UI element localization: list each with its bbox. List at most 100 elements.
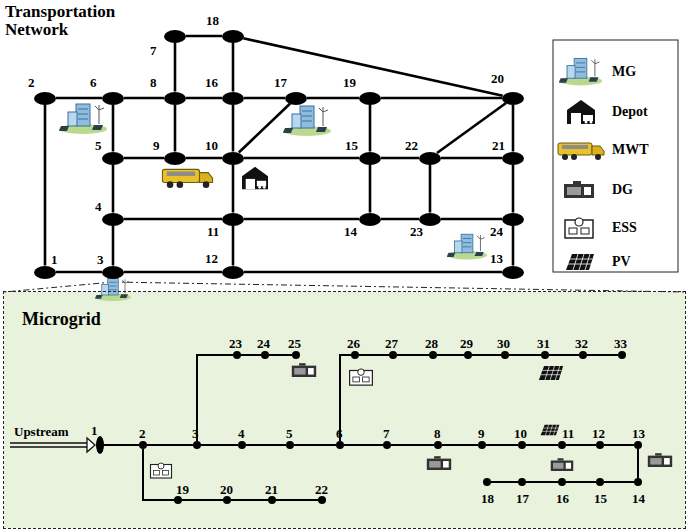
road-link (441, 218, 502, 221)
node-number: 11 (207, 225, 219, 238)
pv-icon (566, 254, 594, 270)
feeder-line (472, 354, 501, 356)
depot-icon (242, 167, 268, 189)
feeder-line (509, 354, 541, 356)
bus-node: 8 (434, 441, 442, 449)
road-link (56, 271, 102, 274)
legend-text: MG (612, 65, 636, 79)
bus-node: 24 (261, 351, 269, 359)
node-number: 22 (315, 483, 328, 496)
node-number: 1 (51, 253, 58, 266)
ess-icon (151, 463, 172, 478)
node-number: 23 (229, 337, 242, 350)
traffic-node: 19 (359, 92, 381, 105)
feeder-line (437, 354, 464, 356)
mg-icon (447, 234, 487, 259)
feeder-line (269, 354, 292, 356)
node-number: 22 (405, 139, 418, 152)
traffic-node: 16 (222, 92, 244, 105)
feeder-line (397, 354, 429, 356)
bus-node: 4 (238, 441, 246, 449)
feeder-line (197, 355, 233, 441)
bus-node: 30 (501, 351, 509, 359)
traffic-node: 7 (164, 30, 186, 43)
bus-node: 33 (618, 351, 626, 359)
road-link (244, 218, 359, 221)
bus-node: 26 (351, 351, 359, 359)
road-link (186, 157, 222, 160)
legend-text: Depot (612, 105, 648, 119)
node-number: 8 (434, 427, 441, 440)
road-link (244, 97, 285, 100)
legend-text: DG (612, 183, 633, 197)
road-link (232, 105, 235, 152)
node-number: 14 (344, 225, 357, 238)
feeder-line (143, 449, 174, 500)
traffic-node: 22 (419, 152, 441, 165)
node-number: 28 (425, 337, 438, 350)
feeder-line (201, 444, 238, 446)
traffic-node: 17 (285, 92, 307, 105)
traffic-node: 10 (222, 152, 244, 165)
bus-node: 11 (558, 441, 566, 449)
feeder-line (637, 449, 639, 478)
upstream-arrow (10, 446, 89, 447)
node-number: 8 (150, 76, 157, 89)
bus-node: 29 (464, 351, 472, 359)
traffic-node: 15 (359, 152, 381, 165)
road-link (244, 271, 502, 274)
road-link (112, 226, 115, 266)
feeder-line (182, 499, 223, 501)
bus-node: 10 (518, 441, 526, 449)
traffic-node: 2 (34, 92, 56, 105)
feeder-line (246, 444, 286, 446)
mg-icon (95, 279, 131, 302)
traffic-node: 5 (102, 152, 124, 165)
mg-icon (283, 106, 331, 136)
legend-text: MWT (612, 143, 649, 157)
node-number: 31 (537, 337, 550, 350)
dg-icon (564, 181, 594, 198)
node-number: 15 (345, 139, 358, 152)
node-number: 20 (491, 72, 504, 85)
node-number: 32 (575, 337, 588, 350)
road-link (369, 165, 372, 213)
node-number: 6 (336, 427, 343, 440)
feeder-line (294, 444, 336, 446)
road-link (232, 226, 235, 266)
feeder-line (604, 481, 634, 483)
dg-icon (648, 453, 672, 467)
node-number: 12 (205, 252, 218, 265)
node-number: 16 (556, 492, 569, 505)
feeder-line (566, 444, 596, 446)
road-link (307, 97, 359, 100)
bus-node: 25 (292, 351, 300, 359)
bus-node: 32 (579, 351, 587, 359)
node-number: 16 (205, 76, 218, 89)
node-number: 23 (410, 225, 423, 238)
node-number: 20 (220, 483, 233, 496)
node-number: 6 (90, 76, 97, 89)
bus-node: 14 (634, 478, 642, 486)
traffic-node: 18 (222, 30, 244, 43)
feeder-line (526, 481, 558, 483)
bus-node: 23 (233, 351, 241, 359)
road-link (243, 38, 502, 95)
road-link (186, 97, 222, 100)
bus-node: 6 (336, 441, 344, 449)
bus-node: 27 (389, 351, 397, 359)
traffic-node: 4 (102, 213, 124, 226)
road-link (381, 218, 419, 221)
traffic-node: 21 (502, 152, 524, 165)
node-number: 3 (192, 427, 199, 440)
node-number: 3 (97, 253, 104, 266)
road-link (112, 165, 115, 213)
road-link (112, 105, 115, 152)
feeder-line (442, 444, 478, 446)
node-number: 24 (490, 225, 503, 238)
traffic-node: 13 (502, 266, 524, 279)
annotation-label: Upstream (14, 425, 69, 438)
node-number: 27 (385, 337, 398, 350)
road-link (56, 97, 102, 100)
